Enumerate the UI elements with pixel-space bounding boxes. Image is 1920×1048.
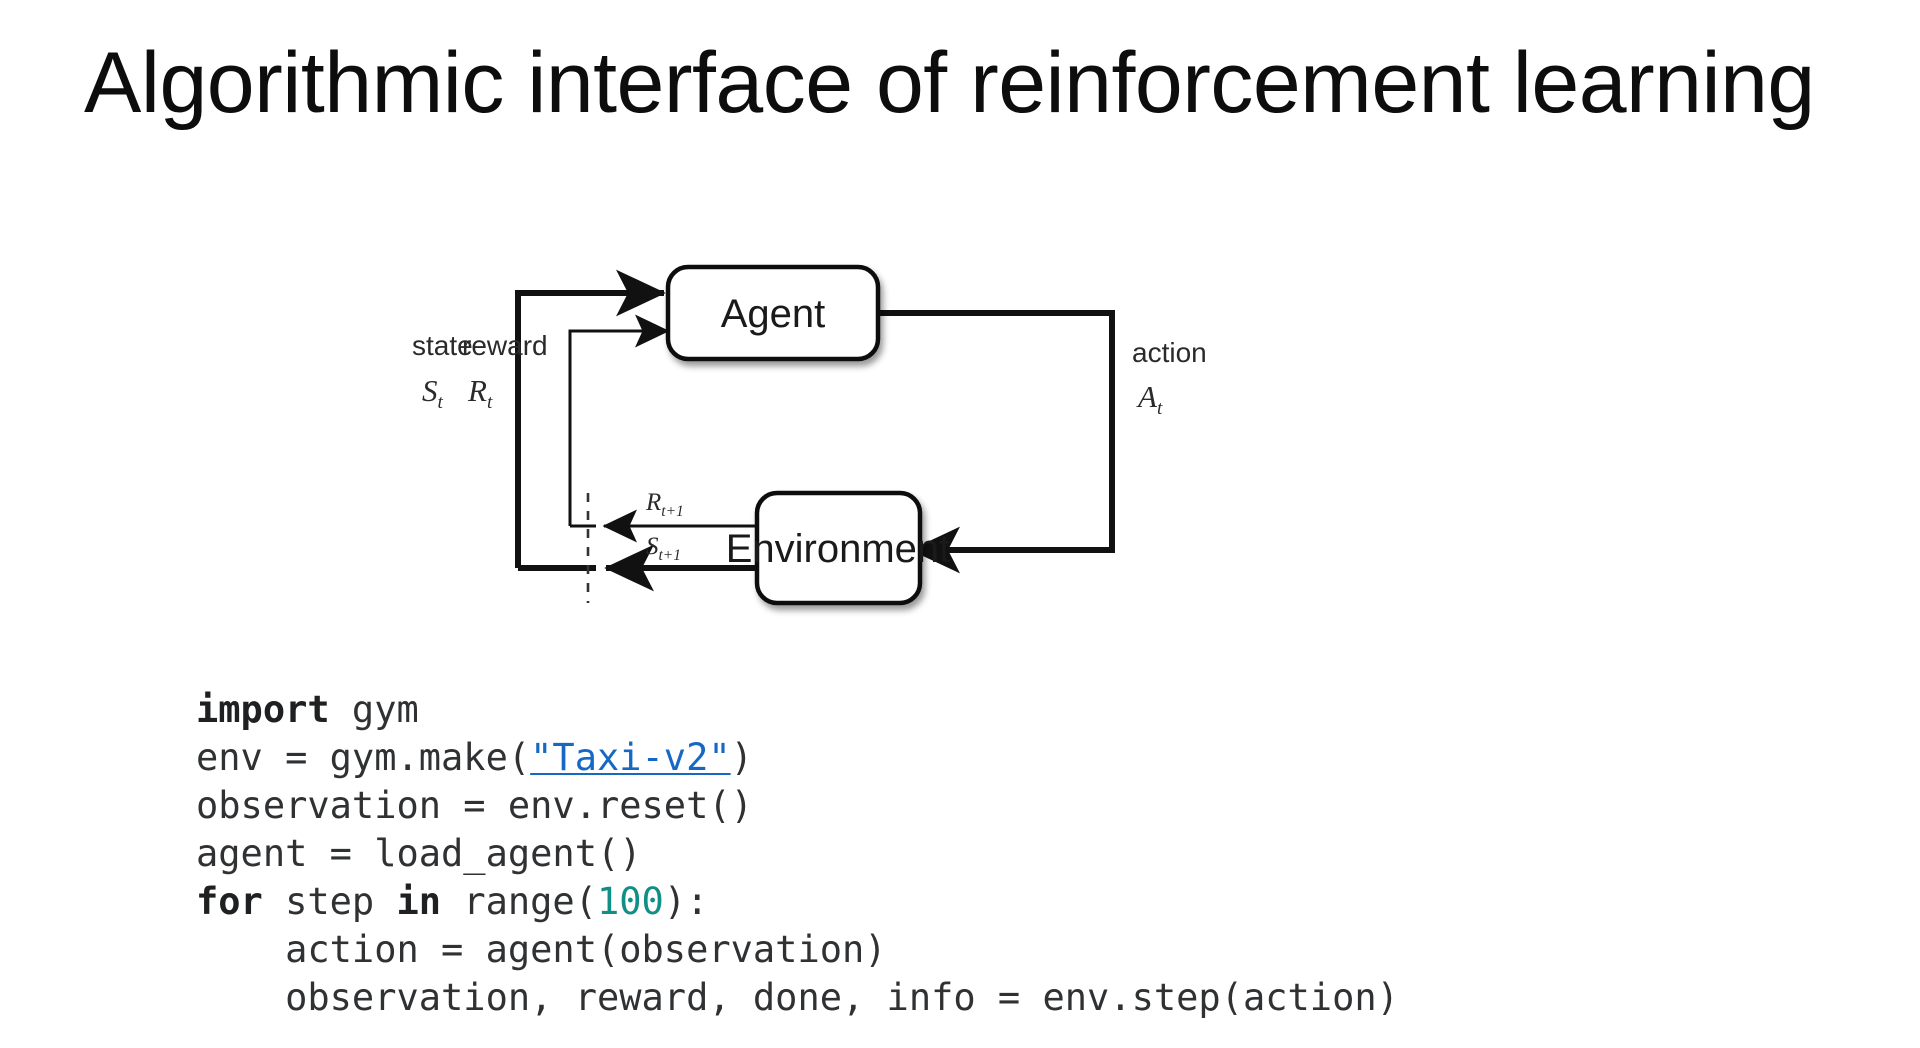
- state-symbol: St: [422, 373, 444, 413]
- code-keyword: for: [196, 880, 263, 923]
- code-line: observation = env.reset(): [196, 782, 1399, 830]
- next-reward-symbol: Rt+1: [645, 489, 684, 520]
- reward-symbol: Rt: [467, 373, 493, 413]
- code-text: observation = env.reset(): [196, 784, 753, 827]
- code-text: env = gym.make(: [196, 736, 531, 779]
- code-text: ):: [663, 880, 709, 923]
- code-keyword: in: [396, 880, 442, 923]
- next-state-symbol: St+1: [646, 533, 681, 564]
- code-line: observation, reward, done, info = env.st…: [196, 974, 1399, 1022]
- code-text: ): [730, 736, 753, 779]
- agent-node-label: Agent: [721, 292, 826, 336]
- code-number: 100: [596, 880, 664, 923]
- code-keyword: import: [196, 688, 330, 731]
- page-title: Algorithmic interface of reinforcement l…: [84, 35, 1815, 131]
- code-text: gym: [329, 688, 419, 731]
- code-text: step: [262, 880, 397, 923]
- code-text: range(: [441, 880, 597, 923]
- rl-loop-diagram: Agent Environment state St reward Rt act…: [400, 255, 1360, 625]
- state-label: state: [412, 330, 473, 361]
- code-line: env = gym.make("Taxi-v2"): [196, 734, 1399, 782]
- code-line: action = agent(observation): [196, 926, 1399, 974]
- reward-label: reward: [462, 330, 548, 361]
- env-id-link[interactable]: "Taxi-v2": [530, 736, 731, 779]
- agent-node: [665, 264, 881, 362]
- code-line: for step in range(100):: [196, 878, 1399, 926]
- action-symbol: At: [1136, 379, 1163, 419]
- code-line: import gym: [196, 686, 1399, 734]
- environment-node: [754, 490, 923, 606]
- code-line: agent = load_agent(): [196, 830, 1399, 878]
- code-text: agent = load_agent(): [196, 832, 642, 875]
- code-text: action = agent(observation): [196, 928, 887, 971]
- action-label: action: [1132, 337, 1207, 368]
- environment-node-label: Environment: [726, 527, 951, 571]
- code-text: observation, reward, done, info = env.st…: [196, 976, 1399, 1019]
